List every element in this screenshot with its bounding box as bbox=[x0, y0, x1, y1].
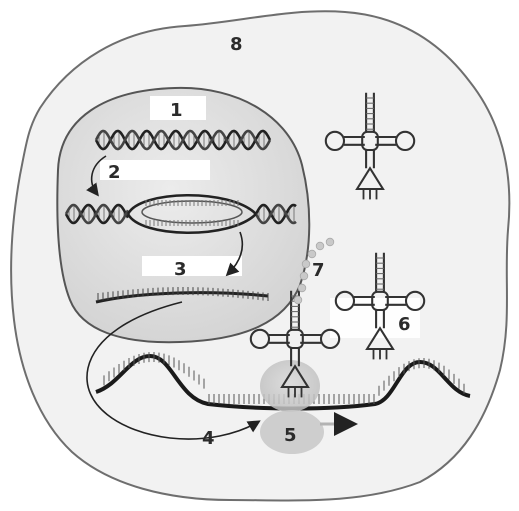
label-cell: 8 bbox=[230, 34, 243, 55]
label-polypeptide: 7 bbox=[312, 260, 325, 281]
label-box-mrna bbox=[142, 256, 242, 276]
label-transcription: 2 bbox=[108, 162, 121, 183]
label-ribosome: 5 bbox=[284, 425, 297, 446]
label-dna: 1 bbox=[170, 100, 183, 121]
label-trna: 6 bbox=[398, 314, 411, 335]
label-mrna: 3 bbox=[174, 259, 187, 280]
label-export: 4 bbox=[202, 428, 215, 449]
